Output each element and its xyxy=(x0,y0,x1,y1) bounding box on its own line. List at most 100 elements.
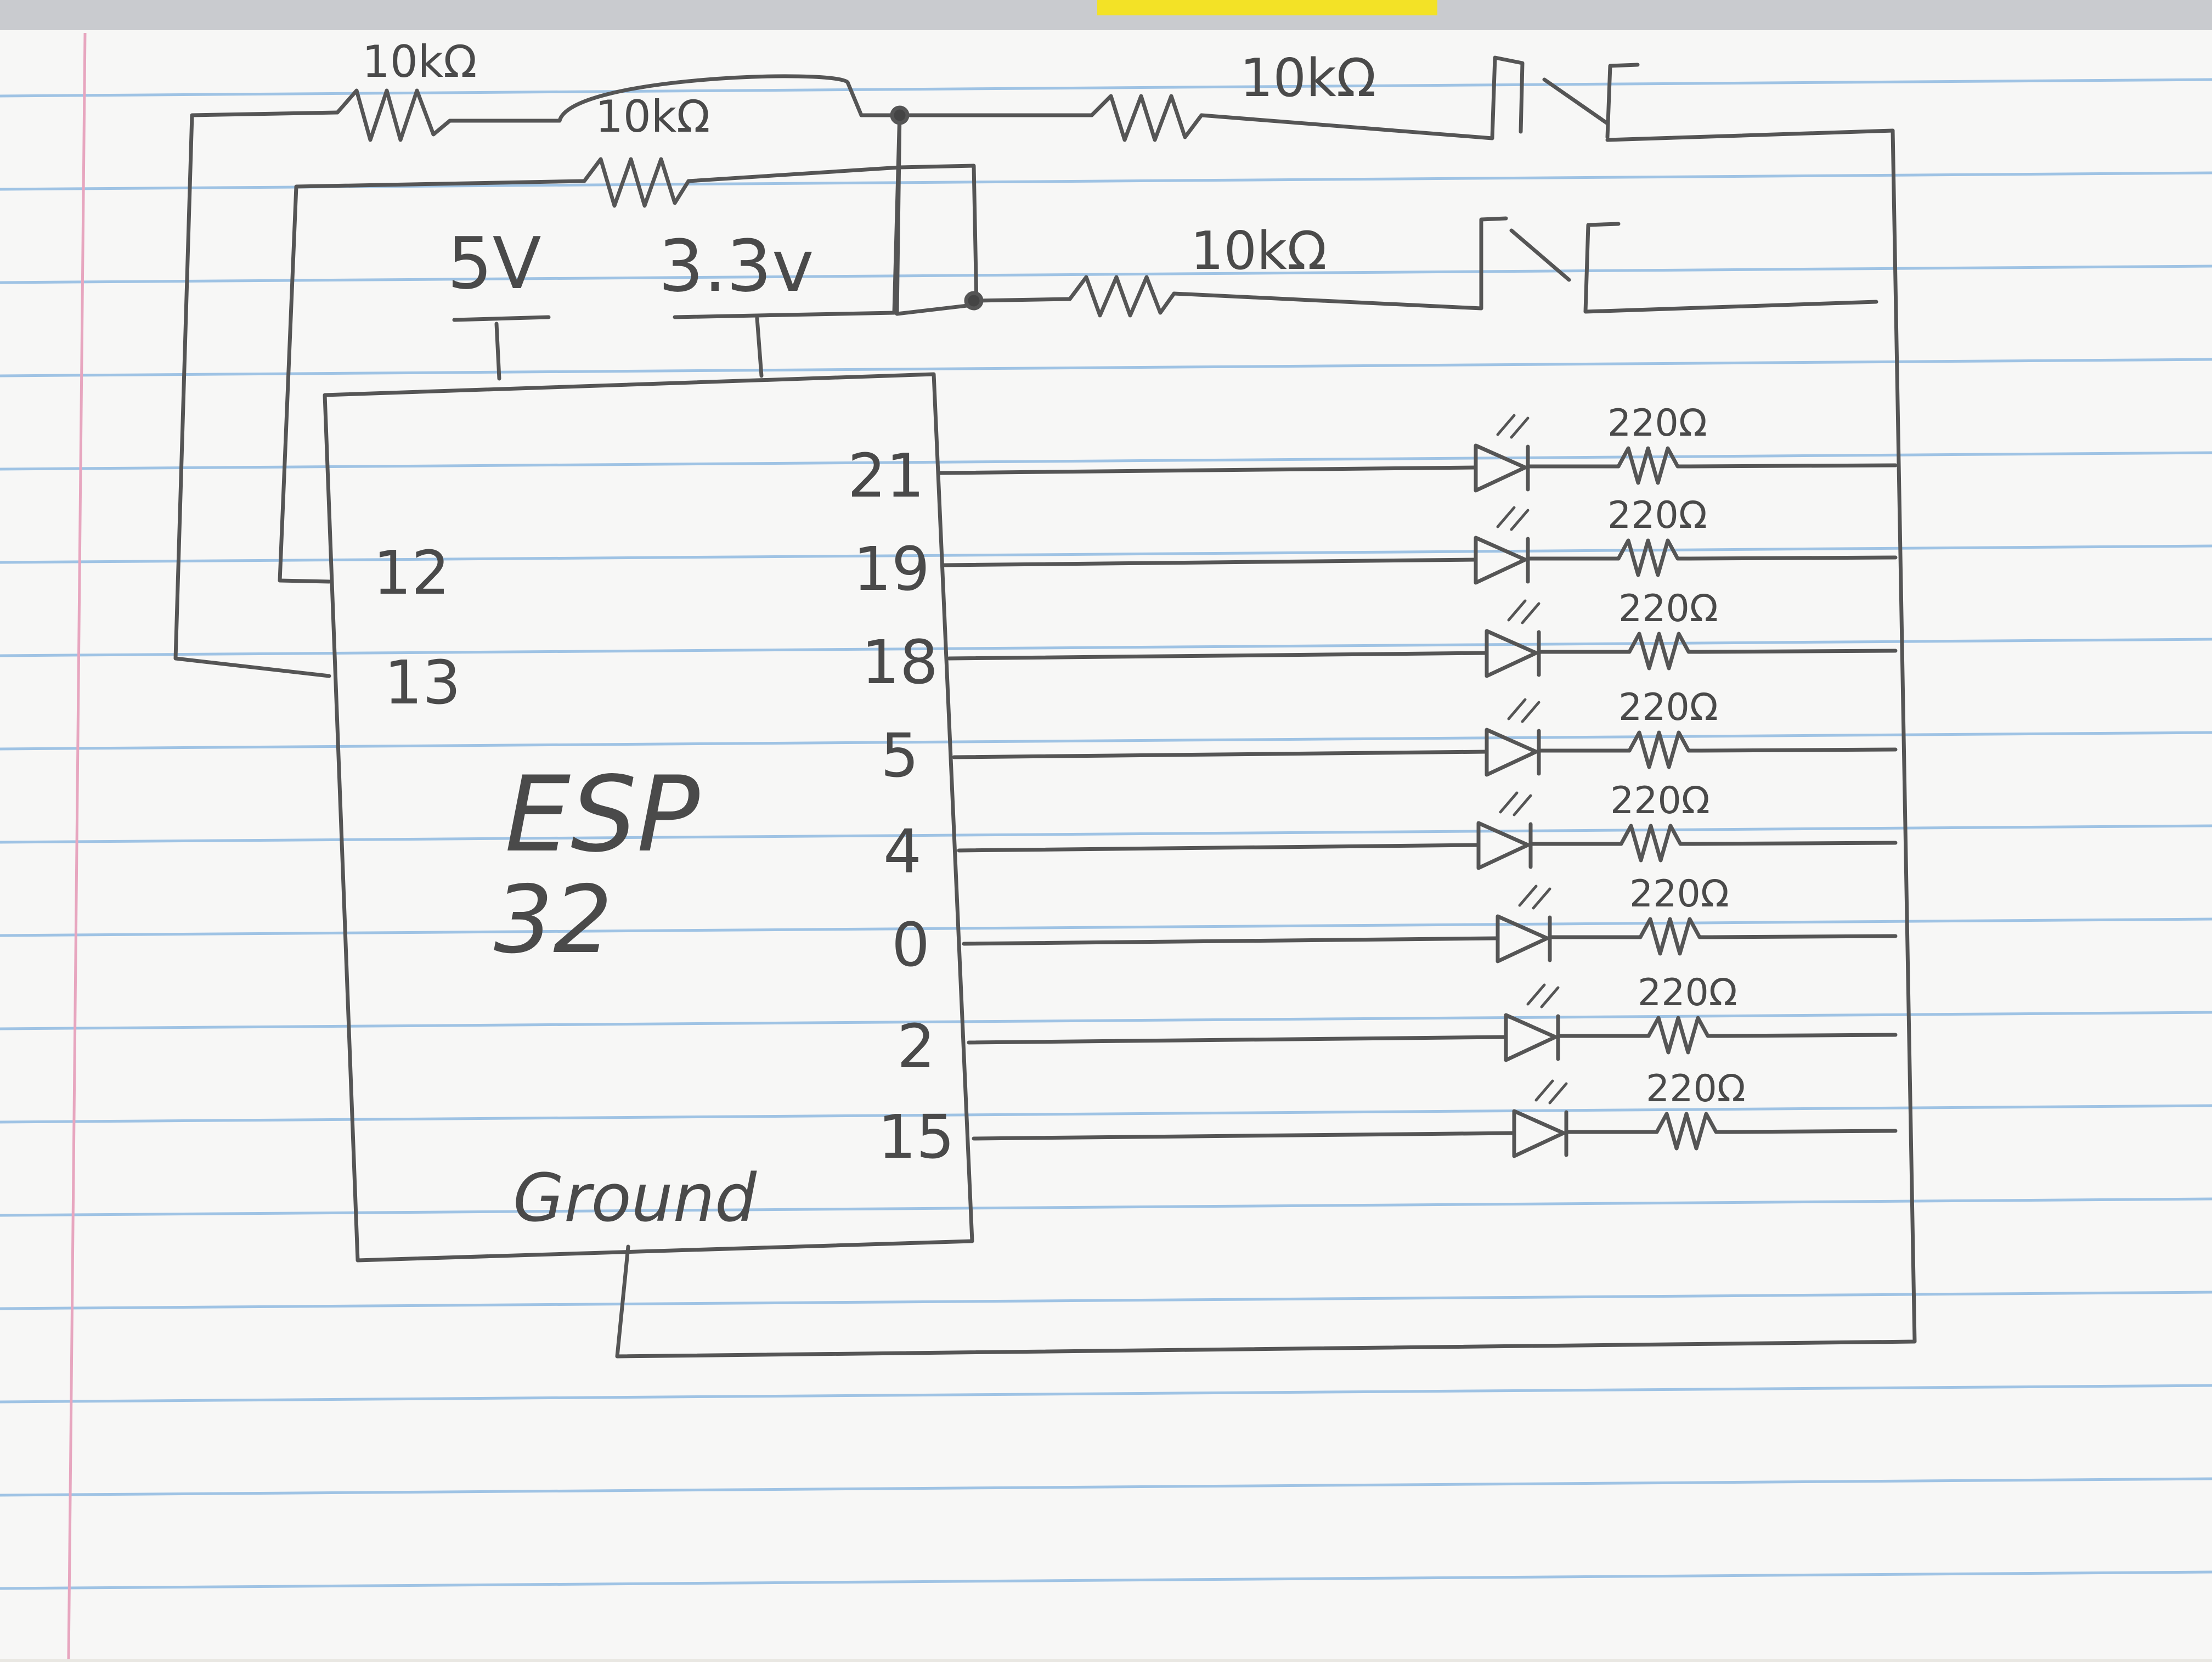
led-channels: 220Ω 220Ω 220Ω 220Ω 220Ω 220Ω 220Ω 220Ω xyxy=(937,402,1898,1158)
light-emission-icon xyxy=(1526,983,1560,1009)
ground-return-wire xyxy=(1690,841,1898,846)
ground-return-wire xyxy=(1718,1033,1898,1038)
led-resistor-label: 220Ω xyxy=(1607,402,1707,445)
led-icon xyxy=(1474,443,1527,493)
pin-label-2: 2 xyxy=(897,1011,935,1081)
led-resistor-label: 220Ω xyxy=(1629,872,1729,916)
ground-return-wire xyxy=(1699,747,1898,753)
schematic-labels: ESP 32 5V 3.3v Ground 12 13 21 19 18 5 4… xyxy=(362,36,1376,1237)
pin13-wire xyxy=(173,74,902,678)
pin-label-13: 13 xyxy=(384,647,461,718)
circuit-wires: 220Ω 220Ω 220Ω 220Ω 220Ω 220Ω 220Ω 220Ω xyxy=(173,55,1917,1359)
pin-wire xyxy=(967,1035,1508,1045)
led-resistor xyxy=(1627,632,1703,671)
ruled-line xyxy=(0,731,2212,751)
pin-label-4: 4 xyxy=(883,816,922,887)
light-emission-icon xyxy=(1518,884,1551,910)
switch-resistor-2 xyxy=(1068,275,1176,318)
pin-wire xyxy=(972,1131,1516,1141)
ruled-line xyxy=(0,1570,2212,1590)
ruled-line xyxy=(0,358,2212,378)
pullup-resistor-1 xyxy=(335,88,452,142)
pin-label-5: 5 xyxy=(881,720,919,791)
pin-wire xyxy=(947,651,1489,661)
light-emission-icon xyxy=(1499,791,1532,816)
pin-label-12: 12 xyxy=(373,538,450,608)
pin-label-15: 15 xyxy=(878,1102,955,1172)
switch2-wire xyxy=(972,216,1878,314)
chip-label-esp: ESP xyxy=(505,754,700,875)
led-icon xyxy=(1485,629,1538,678)
led-resistor xyxy=(1646,1016,1722,1055)
led-icon xyxy=(1496,914,1549,964)
ruled-line xyxy=(0,824,2212,844)
esp32-board-outline xyxy=(323,372,974,1263)
sticky-note xyxy=(1097,0,1437,15)
ruled-line xyxy=(0,1477,2212,1497)
led-resistor xyxy=(1616,538,1692,577)
light-emission-icon xyxy=(1496,506,1530,531)
ground-return-wire xyxy=(1688,555,1898,561)
ground-return-wire xyxy=(1699,649,1898,654)
ruled-line xyxy=(0,1197,2212,1217)
power-label-5v: 5V xyxy=(447,222,541,305)
pin-wire xyxy=(957,843,1481,853)
led-icon xyxy=(1474,536,1527,585)
ground-return-wire xyxy=(1726,1129,1898,1134)
pin-label-18: 18 xyxy=(861,627,938,697)
ruled-line xyxy=(0,544,2212,564)
led-icon xyxy=(1504,1013,1558,1062)
power-label-3v3: 3.3v xyxy=(658,224,814,308)
ground-return-wire xyxy=(1709,934,1898,939)
pin-label-0: 0 xyxy=(891,910,930,980)
led-resistor-label: 220Ω xyxy=(1610,779,1710,822)
led-icon xyxy=(1485,728,1538,777)
ruled-line xyxy=(0,917,2212,937)
switch-resistor-label-2: 10kΩ xyxy=(1190,221,1327,281)
pin12-wire xyxy=(278,165,902,584)
ground-label: Ground xyxy=(513,1160,757,1237)
led-resistor-label: 220Ω xyxy=(1638,971,1737,1015)
led-resistor-label: 220Ω xyxy=(1618,686,1718,729)
light-emission-icon xyxy=(1507,599,1541,624)
3v3-rail xyxy=(673,109,979,378)
pin-wire xyxy=(962,936,1500,946)
led-icon xyxy=(1512,1109,1566,1158)
ground-bus xyxy=(615,128,1917,1359)
light-emission-icon xyxy=(1534,1079,1568,1105)
led-icon xyxy=(1476,821,1530,870)
light-emission-icon xyxy=(1507,698,1541,723)
pullup-resistor-2 xyxy=(582,157,691,208)
light-emission-icon xyxy=(1496,414,1530,439)
pin-wire xyxy=(952,750,1489,759)
ruled-line xyxy=(0,638,2212,657)
ground-return-wire xyxy=(1688,463,1898,469)
ruled-line xyxy=(0,1011,2212,1030)
ruled-line xyxy=(0,1384,2212,1404)
pin-wire xyxy=(937,465,1478,475)
switch1-wire xyxy=(898,55,1895,142)
led-resistor-label: 220Ω xyxy=(1646,1067,1746,1111)
ruled-line xyxy=(0,451,2212,471)
5v-rail xyxy=(452,315,551,381)
led-resistor xyxy=(1655,1112,1730,1151)
led-resistor xyxy=(1638,917,1714,956)
switch-resistor-label-1: 10kΩ xyxy=(1240,48,1376,109)
margin-line xyxy=(67,32,87,1660)
junction-dot xyxy=(890,105,910,125)
pin-label-19: 19 xyxy=(853,534,930,604)
junction-dot xyxy=(964,291,984,311)
ruled-line xyxy=(0,264,2212,284)
pullup-label-2: 10kΩ xyxy=(595,91,710,142)
pullup-label-1: 10kΩ xyxy=(362,36,477,87)
chip-label-32: 32 xyxy=(494,866,612,974)
ruled-line xyxy=(0,1104,2212,1124)
led-resistor-label: 220Ω xyxy=(1607,494,1707,537)
ruled-line xyxy=(0,78,2212,98)
led-resistor-label: 220Ω xyxy=(1618,587,1718,630)
pin-label-21: 21 xyxy=(848,441,924,511)
led-resistor xyxy=(1627,730,1703,769)
led-resistor xyxy=(1619,824,1695,863)
